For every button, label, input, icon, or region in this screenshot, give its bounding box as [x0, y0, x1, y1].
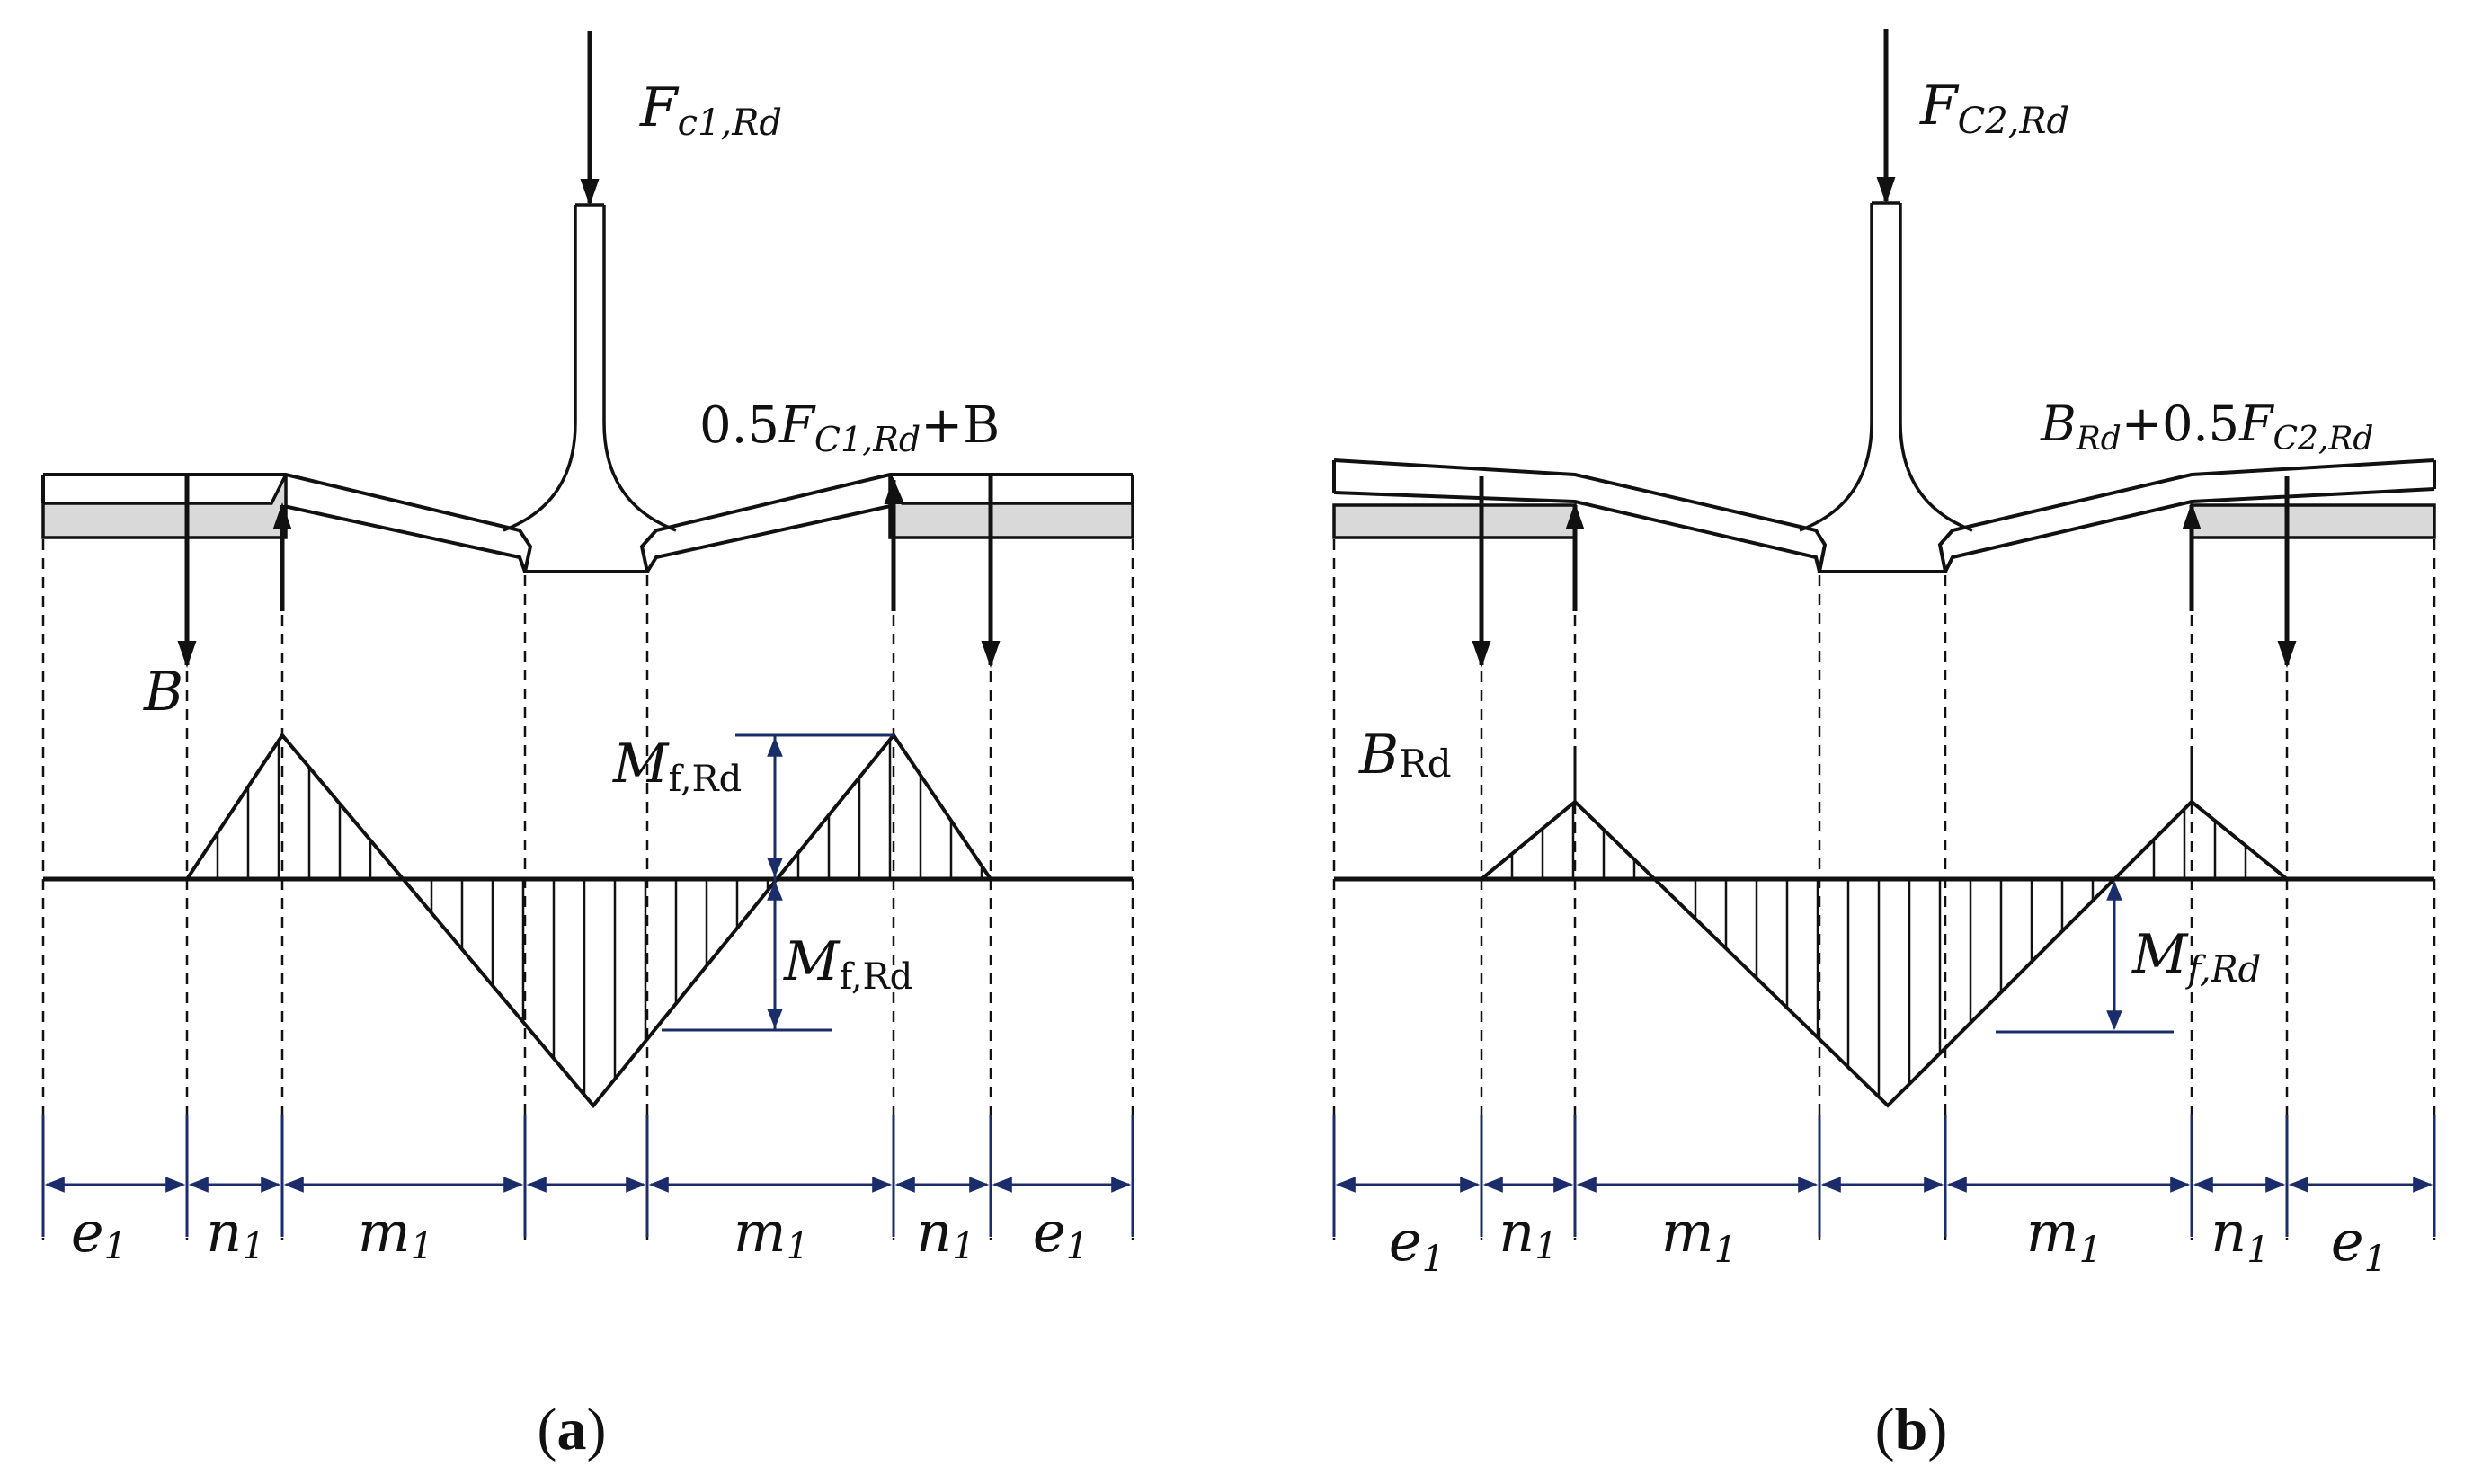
caption-a: (a) [538, 1397, 607, 1462]
forces-a [177, 31, 1001, 668]
moment-hatching-a [216, 739, 983, 1096]
caption-b: (b) [1875, 1397, 1948, 1462]
moment-label-bottom-a: Mf,Rd [783, 930, 912, 998]
column-web-b [1799, 201, 1973, 532]
base-plate-a [41, 474, 1134, 539]
dim-label-b-0: e1 [1389, 1208, 1445, 1280]
dim-label-a-5: n1 [916, 1199, 974, 1267]
forces-b [1472, 29, 2297, 668]
base-plate-b [1332, 503, 2436, 539]
dim-label-a-2: m1 [358, 1199, 433, 1267]
moment-label-b: Mf,Rd [2131, 923, 2261, 991]
dim-label-b-1: n1 [1499, 1199, 1557, 1267]
dim-label-b-4: m1 [2026, 1199, 2102, 1271]
dim-label-a-1: n1 [206, 1199, 264, 1267]
moment-curve-a [185, 732, 992, 1109]
reaction-label-a: 0.5FC1,Rd+B [699, 396, 1000, 459]
applied-force-label-a: Fc1,Rd [639, 76, 782, 144]
dim-label-a-0: e1 [71, 1199, 127, 1267]
projection-lines-b [1332, 539, 2436, 1240]
prying-force-label-a: B [143, 661, 183, 724]
dim-label-b-2: m1 [1661, 1199, 1737, 1271]
dimension-chain-b [1332, 1115, 2436, 1237]
moment-diagram-b [1334, 746, 2434, 1108]
moment-dimensions-a [662, 733, 894, 1032]
projection-lines-a [41, 539, 1134, 1240]
reaction-label-b: BRd+0.5FC2,Rd [2040, 395, 2373, 458]
applied-force-label-b: FC2,Rd [1919, 75, 2069, 142]
moment-curve-b [1480, 799, 2289, 1108]
dim-label-a-6: e1 [1033, 1199, 1089, 1267]
dim-label-b-6: e1 [2331, 1208, 2387, 1280]
dimension-chain-a [41, 1115, 1134, 1237]
dim-label-a-4: m1 [734, 1199, 809, 1267]
dim-label-b-5: n1 [2211, 1199, 2269, 1271]
column-web-a [503, 203, 677, 532]
moment-hatching-b [1510, 803, 2247, 1097]
moment-diagram-a [43, 732, 1133, 1109]
panel-b: FC2,Rd BRd+0.5FC2,Rd BRd Mf,Rd e1 n1 m1 … [1332, 29, 2436, 1462]
prying-force-label-b: BRd [1358, 724, 1452, 786]
moment-label-top-a: Mf,Rd [612, 733, 742, 800]
moment-dimensions-b [1996, 880, 2174, 1034]
end-plate-b [1332, 458, 2436, 573]
panel-a: Fc1,Rd 0.5FC1,Rd+B B Mf,Rd Mf,Rd e1 n1 m… [41, 31, 1134, 1462]
